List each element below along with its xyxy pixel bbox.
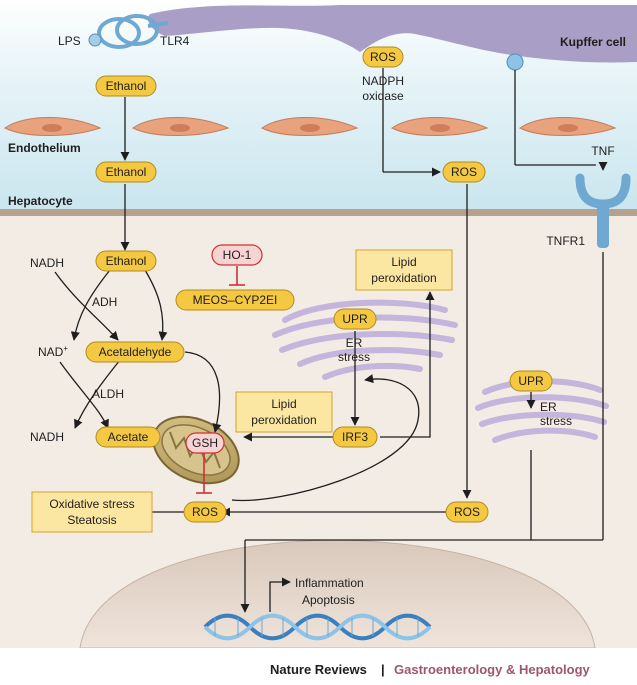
lps-molecule: [88, 33, 102, 47]
apoptosis-label: Apoptosis: [302, 593, 355, 607]
acetaldehyde-label: Acetaldehyde: [99, 345, 172, 359]
ros-label-4: ROS: [192, 505, 218, 519]
nadph-label: NADPH: [362, 74, 404, 88]
node-ros-endothelium: ROS: [442, 161, 486, 183]
irf3-label: IRF3: [342, 430, 368, 444]
box-oxidative-stress: Oxidative stress Steatosis: [31, 491, 153, 533]
node-ho1: HO-1: [211, 244, 263, 266]
kupffer-cell-label: Kupffer cell: [560, 35, 626, 49]
node-upr-left: UPR: [333, 308, 377, 330]
ethanol-label-3: Ethanol: [106, 254, 147, 268]
node-acetate: Acetate: [95, 426, 161, 448]
nadh-label-1: NADH: [30, 256, 64, 270]
peroxidation-label-2: peroxidation: [251, 413, 316, 427]
tnfr1-receptor: [575, 173, 631, 248]
acetate-label: Acetate: [108, 430, 149, 444]
pathway-arrows: [54, 68, 608, 613]
ethanol-label-2: Ethanol: [106, 165, 147, 179]
stress-label-2: stress: [540, 414, 572, 428]
node-ethanol-kupffer: Ethanol: [95, 75, 157, 97]
adh-label: ADH: [92, 295, 117, 309]
tlr4-label: TLR4: [160, 34, 190, 48]
box-lipid-peroxidation-lower: Lipid peroxidation: [235, 391, 333, 433]
inflammation-label: Inflammation: [295, 576, 364, 590]
hepatocyte-label: Hepatocyte: [8, 194, 73, 208]
steatosis-label: Steatosis: [67, 513, 116, 527]
lps-label: LPS: [58, 34, 81, 48]
endothelial-cells: [4, 117, 617, 136]
kupffer-cell-body: [148, 5, 637, 63]
tlr4-receptor: [97, 14, 169, 49]
gsh-label: GSH: [192, 436, 218, 450]
footer-publisher: Nature Reviews: [270, 662, 367, 677]
meos-label: MEOS–CYP2EI: [193, 293, 278, 307]
box-lipid-peroxidation-upper: Lipid peroxidation: [355, 249, 453, 291]
endothelium-label: Endothelium: [8, 141, 81, 155]
ros-label-3: ROS: [454, 505, 480, 519]
node-ros-kupffer: ROS: [362, 46, 404, 68]
hepatocyte-membrane: [0, 209, 637, 216]
aldh-label: ALDH: [92, 387, 124, 401]
node-acetaldehyde: Acetaldehyde: [85, 341, 185, 363]
er-swirl-right: [475, 378, 609, 443]
oxidase-label: oxidase: [362, 89, 404, 103]
footer-separator: |: [381, 662, 385, 677]
node-irf3: IRF3: [332, 426, 378, 448]
upr-label-2: UPR: [518, 374, 544, 388]
dna-helix: [203, 613, 432, 641]
nadh-label-2: NADH: [30, 430, 64, 444]
node-upr-right: UPR: [509, 370, 553, 392]
stress-label-1: stress: [338, 350, 370, 364]
footer-band: [0, 648, 637, 685]
peroxidation-label-1: peroxidation: [371, 271, 436, 285]
nad-label: NAD+: [38, 344, 68, 359]
lipid-label-2: Lipid: [271, 397, 296, 411]
lipid-label-1: Lipid: [391, 255, 416, 269]
er-label-2: ER: [540, 400, 557, 414]
node-meos: MEOS–CYP2EI: [175, 289, 295, 311]
node-ethanol-endothelium: Ethanol: [95, 161, 157, 183]
footer-journal: Gastroenterology & Hepatology: [394, 662, 591, 677]
oxidative-stress-label: Oxidative stress: [49, 497, 134, 511]
ros-label-2: ROS: [451, 165, 477, 179]
tnfr1-label: TNFR1: [546, 234, 585, 248]
node-ros-hepatocyte-right: ROS: [445, 501, 489, 523]
node-gsh: GSH: [185, 432, 225, 454]
node-ros-hepatocyte-left: ROS: [183, 501, 227, 523]
kupffer-receptor: [506, 53, 524, 71]
tnf-label: TNF: [591, 144, 614, 158]
inhibition-lines: [196, 266, 245, 494]
ros-label-1: ROS: [370, 50, 396, 64]
node-ethanol-hepatocyte: Ethanol: [95, 250, 157, 272]
er-label-1: ER: [346, 336, 363, 350]
upr-label-1: UPR: [342, 312, 368, 326]
ho1-label: HO-1: [223, 248, 252, 262]
ethanol-label-1: Ethanol: [106, 79, 147, 93]
